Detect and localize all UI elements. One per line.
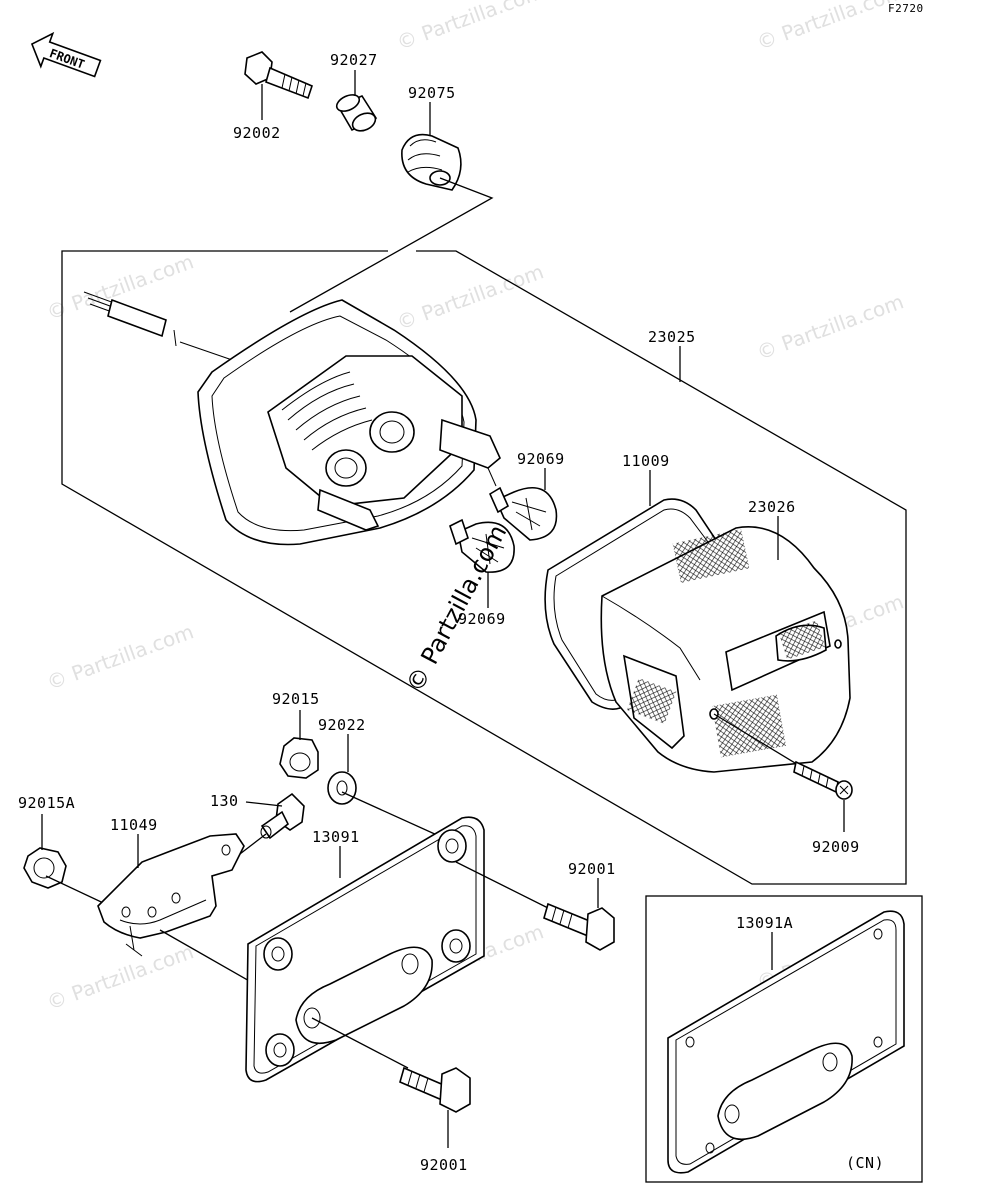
part-label-92027: 92027 xyxy=(330,51,378,69)
part-label-130: 130 xyxy=(210,792,239,810)
leader-line xyxy=(341,791,449,841)
license-plate-13091-icon xyxy=(245,816,485,1083)
part-label-92015A: 92015A xyxy=(18,794,75,812)
watermark: © Partzilla.com xyxy=(44,939,197,1014)
part-label-13091: 13091 xyxy=(312,828,360,846)
bolt-130-icon xyxy=(260,792,305,840)
collar-92027-icon xyxy=(335,94,378,132)
bulb-92069-icon xyxy=(449,518,515,573)
front-arrow-icon: FRONT xyxy=(30,31,102,78)
part-label-13091A: 13091A xyxy=(736,914,793,932)
watermark: © Partzilla.com xyxy=(394,259,547,334)
part-label-92001-bottom: 92001 xyxy=(420,1156,468,1174)
bolt-92001-icon xyxy=(399,1066,471,1113)
part-label-92022: 92022 xyxy=(318,716,366,734)
bulb-92069-icon xyxy=(488,486,558,541)
bolt-92002-icon xyxy=(244,51,313,100)
part-label-92001-right: 92001 xyxy=(568,860,616,878)
figure-code: F2720 xyxy=(888,2,924,15)
washer-92022-icon xyxy=(327,771,357,805)
watermark: © Partzilla.com xyxy=(394,0,547,55)
bolt-92001-icon xyxy=(543,902,615,951)
inset-note: (CN) xyxy=(846,1154,884,1172)
screw-92009-icon xyxy=(793,760,853,800)
wiring-harness-icon xyxy=(83,291,239,363)
leader-line xyxy=(713,713,801,767)
leader-line xyxy=(289,177,494,313)
nut-92015-icon xyxy=(279,737,319,779)
part-label-92002: 92002 xyxy=(233,124,281,142)
part-label-92069-top: 92069 xyxy=(517,450,565,468)
part-label-92009: 92009 xyxy=(812,838,860,856)
bracket-11049-icon xyxy=(97,833,245,957)
watermark: © Partzilla.com xyxy=(754,0,907,55)
center-watermark: © Partzilla.com xyxy=(401,520,513,697)
part-label-92015: 92015 xyxy=(272,690,320,708)
part-label-92069-bottom: 92069 xyxy=(458,610,506,628)
tail-light-housing-icon xyxy=(197,299,501,546)
watermark: © Partzilla.com xyxy=(44,619,197,694)
license-plate-13091A-icon xyxy=(667,910,905,1174)
part-label-11009: 11009 xyxy=(622,452,670,470)
part-label-23026: 23026 xyxy=(748,498,796,516)
leader-line xyxy=(311,1017,409,1069)
assembly-frame-23025 xyxy=(61,250,907,885)
tail-lens-23026-icon xyxy=(600,526,851,773)
leader-line xyxy=(159,929,259,987)
part-label-11049: 11049 xyxy=(110,816,158,834)
watermark: © Partzilla.com xyxy=(754,289,907,364)
leader-line xyxy=(455,861,553,911)
leader-line xyxy=(245,801,283,807)
part-label-23025: 23025 xyxy=(648,328,696,346)
inset-box xyxy=(645,895,923,1183)
grommet-92075-icon xyxy=(401,133,462,191)
nut-92015A-icon xyxy=(23,847,67,889)
part-label-92075: 92075 xyxy=(408,84,456,102)
